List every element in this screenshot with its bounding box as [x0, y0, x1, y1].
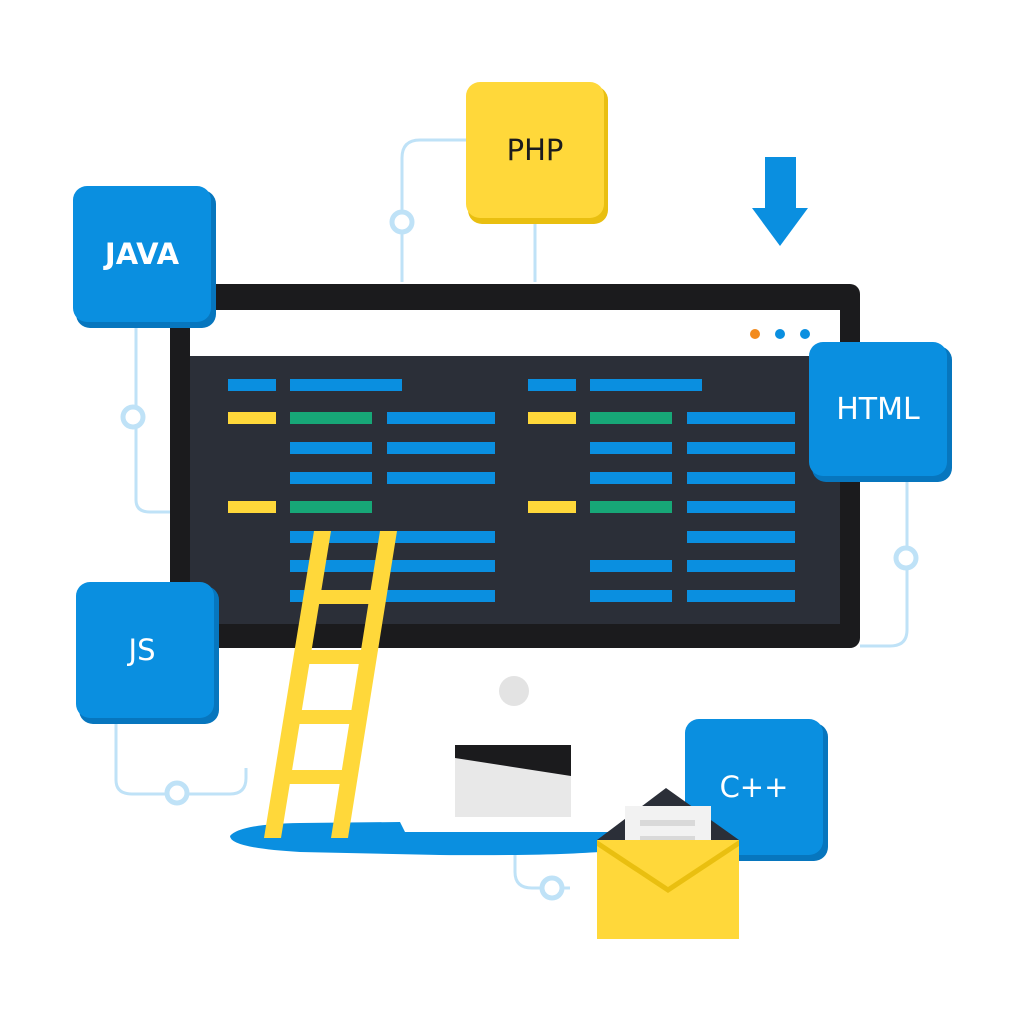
code-line	[290, 472, 372, 484]
ladder-rung	[310, 590, 379, 604]
arrow-head	[752, 208, 808, 246]
code-line	[590, 442, 672, 454]
code-line	[290, 560, 495, 572]
connector-node	[893, 545, 919, 571]
ladder-rung	[282, 770, 350, 784]
code-line	[228, 412, 276, 424]
code-line	[590, 472, 672, 484]
connector-node	[389, 209, 415, 235]
php-connector	[400, 138, 470, 282]
arrow-shaft	[765, 157, 796, 209]
html-connector	[860, 478, 909, 648]
ladder-rail-left	[264, 531, 331, 838]
code-line	[687, 531, 795, 543]
php-tile	[466, 82, 608, 224]
connector-node	[164, 780, 190, 806]
code-line	[528, 379, 576, 391]
cpp-tile	[685, 719, 828, 861]
code-line	[590, 379, 702, 391]
code-line	[290, 379, 402, 391]
code-line	[590, 412, 672, 424]
code-line	[528, 501, 576, 513]
code-lines	[228, 379, 795, 602]
window-dot-blue	[800, 329, 810, 339]
monitor-screen	[190, 356, 840, 624]
connector-node	[539, 875, 565, 901]
code-line	[228, 379, 276, 391]
connector-node	[120, 404, 146, 430]
letter-line	[640, 820, 695, 826]
ladder-rung	[292, 710, 360, 724]
window-dot-orange	[750, 329, 760, 339]
code-line	[687, 560, 795, 572]
java-tile	[73, 186, 216, 328]
code-line	[687, 501, 795, 513]
letter-line	[640, 836, 695, 842]
ladder-rail-right	[331, 531, 397, 838]
ladder-rung	[301, 650, 369, 664]
code-line	[687, 412, 795, 424]
code-line	[387, 412, 495, 424]
code-line	[687, 590, 795, 602]
html-tile	[809, 342, 952, 482]
code-line	[590, 560, 672, 572]
monitor	[170, 284, 860, 817]
browser-bar	[190, 310, 840, 356]
code-line	[387, 472, 495, 484]
ladder-icon	[264, 531, 397, 838]
code-line	[290, 501, 372, 513]
monitor-stand-shadow	[455, 745, 571, 776]
php-tile-face	[466, 82, 604, 218]
code-line	[228, 501, 276, 513]
js-tile-face	[76, 582, 214, 718]
js-tile	[76, 582, 219, 724]
connector-nodes	[120, 209, 919, 901]
code-line	[387, 442, 495, 454]
code-line	[590, 590, 672, 602]
java-tile-face	[73, 186, 211, 322]
code-line	[590, 501, 672, 513]
java-connector	[134, 326, 170, 514]
floor-shadow	[230, 822, 633, 856]
code-line	[290, 442, 372, 454]
code-line	[528, 412, 576, 424]
html-tile-face	[809, 342, 947, 476]
cpp-tile-face	[685, 719, 823, 855]
code-line	[687, 442, 795, 454]
window-dot-blue	[775, 329, 785, 339]
cpp-connector	[513, 845, 570, 890]
arrow-down-icon	[752, 157, 808, 246]
monitor-button	[499, 676, 529, 706]
code-line	[687, 472, 795, 484]
envelope-icon	[597, 788, 739, 939]
code-line	[290, 412, 372, 424]
